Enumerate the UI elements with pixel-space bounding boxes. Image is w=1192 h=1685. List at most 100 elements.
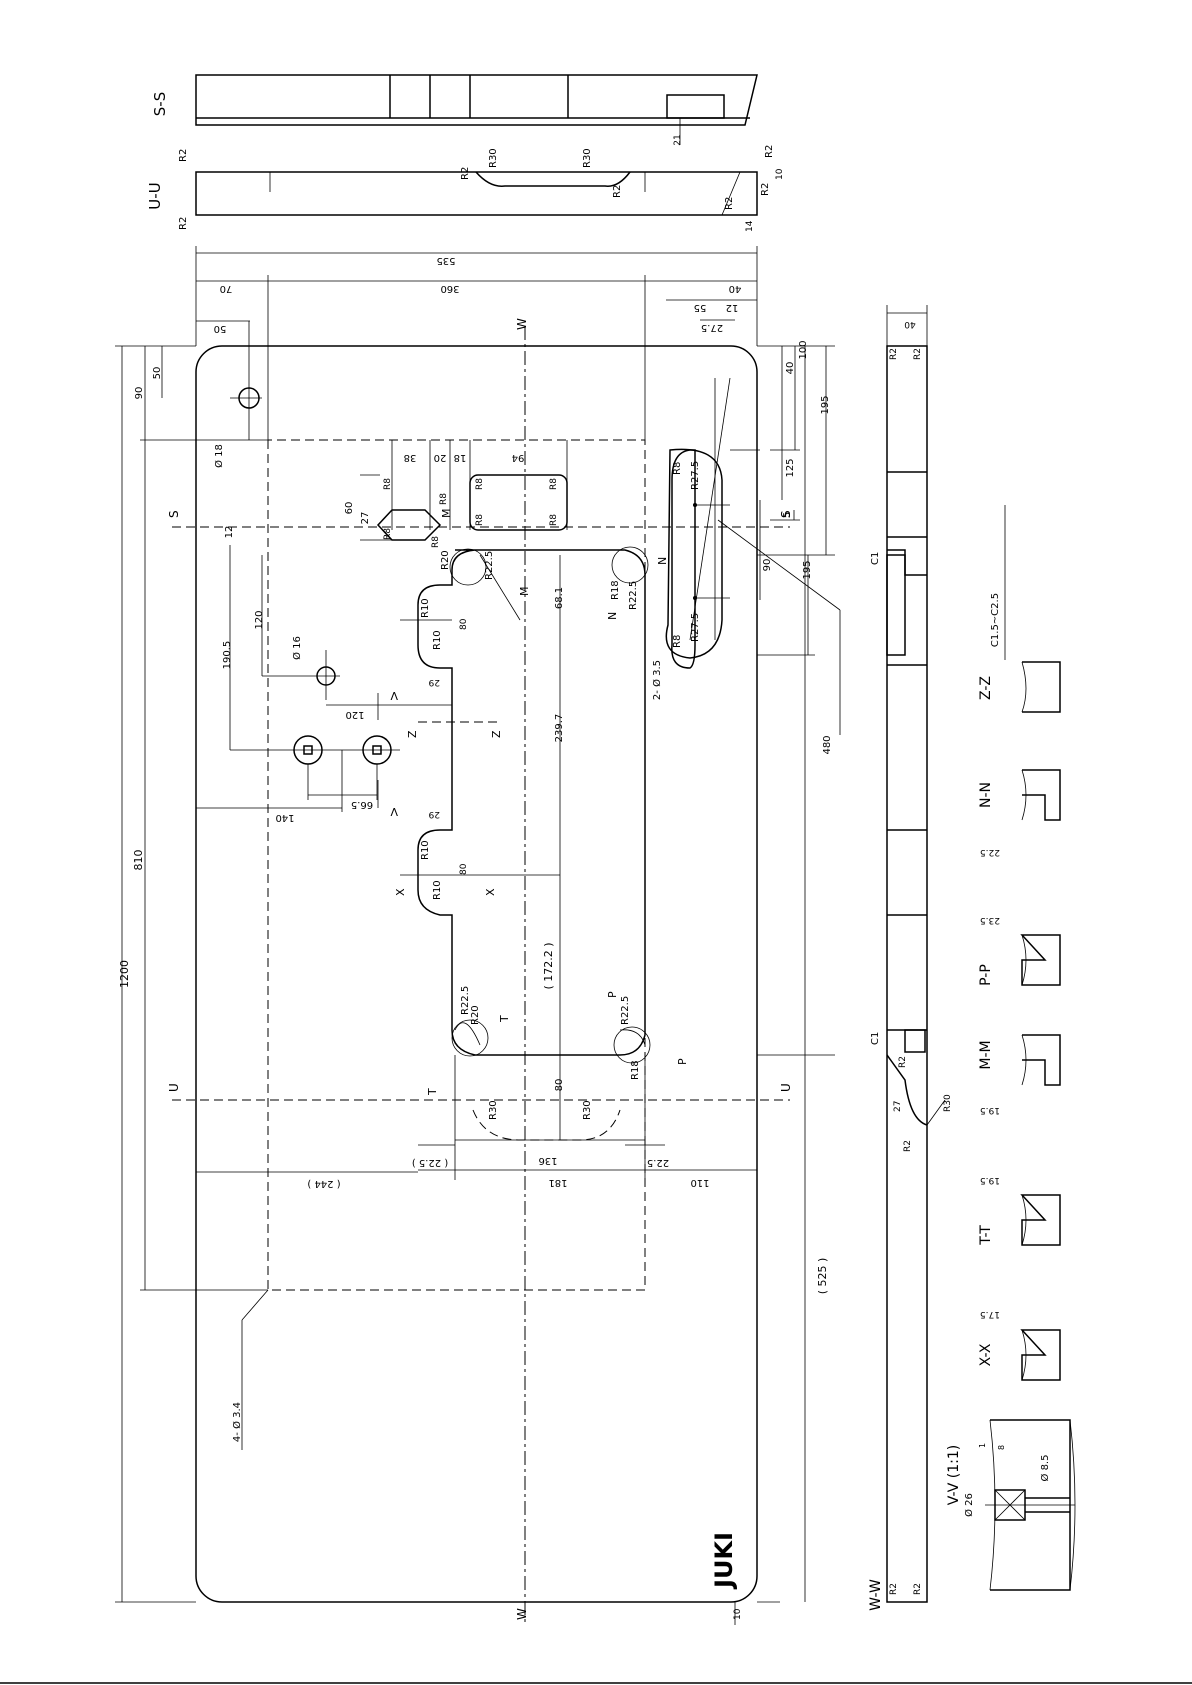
r2-label: R2 [903, 1140, 913, 1152]
dim-810: 810 [132, 850, 145, 871]
r2-label: R2 [913, 348, 923, 360]
dim-5: 5 [782, 512, 793, 518]
view-label-u-u: U-U [146, 182, 164, 209]
section-mark-w: W [515, 1608, 529, 1620]
section-mark-m: M [518, 587, 531, 597]
r18-label: R18 [610, 580, 621, 600]
dim-66-5: 66.5 [351, 799, 373, 810]
dim-244: ( 244 ) [307, 1178, 340, 1189]
dim-40: 40 [904, 319, 916, 329]
table-outline [195, 345, 758, 1603]
dim-27: 27 [360, 512, 371, 525]
dia-18: Ø 18 [213, 444, 225, 468]
r8-label: R8 [475, 478, 485, 490]
r27-5-label: R27.5 [690, 461, 701, 490]
r10-label: R10 [420, 840, 431, 860]
dim-8: 8 [997, 1445, 1006, 1450]
section-profiles: C1.5~C2.5 Z-Z N-N 22.5 P-P 23.5 M-M 19.5… [946, 505, 1076, 1591]
dim-535: 535 [436, 255, 455, 266]
dim-125: 125 [785, 458, 796, 477]
view-label-w-w: W-W [868, 1579, 884, 1611]
r8-label: R8 [439, 493, 449, 505]
r2-label: R2 [760, 183, 771, 196]
holes-3-5: 2- Ø 3.5 [651, 660, 663, 700]
r8-label: R8 [383, 478, 393, 490]
section-mark-z: Z [406, 730, 419, 738]
dim-12: 12 [726, 302, 739, 313]
pocket-small [376, 509, 442, 541]
r8-label: R8 [672, 462, 683, 475]
section-mark-n: N [606, 612, 619, 620]
chamfer-c1: C1 [870, 1032, 881, 1045]
dim-50: 50 [152, 367, 163, 380]
r22-5-label: R22.5 [484, 551, 495, 580]
dim-60: 60 [344, 502, 355, 515]
dim-19-5: 19.5 [980, 1105, 1000, 1115]
dim-22-5: 22.5 [647, 1157, 669, 1168]
r8-label: R8 [475, 514, 485, 526]
machine-cutout [417, 549, 646, 1056]
r18-label: R18 [630, 1060, 641, 1080]
dim-1: 1 [978, 1443, 987, 1448]
section-mark-z: Z [490, 730, 503, 738]
section-s-s-view: S-S 21 [151, 74, 758, 146]
dim-21: 21 [673, 134, 683, 145]
dim-29: 29 [428, 677, 440, 687]
section-mark-t: T [426, 1088, 439, 1096]
r30-label: R30 [488, 148, 499, 168]
dia-8-5: Ø 8.5 [1039, 1455, 1051, 1482]
r10-label: R10 [432, 880, 443, 900]
dim-40: 40 [785, 362, 796, 375]
dim-1200: 1200 [118, 960, 131, 988]
r22-5-label: R22.5 [620, 996, 631, 1025]
dim-22-5: 22.5 [980, 847, 1000, 857]
dim-70: 70 [220, 283, 233, 294]
r27-5-label: R27.5 [690, 613, 701, 642]
r22-5-label: R22.5 [460, 986, 471, 1015]
r8-label: R8 [383, 528, 393, 540]
dim-18: 18 [454, 452, 467, 463]
section-mark-t: T [498, 1015, 511, 1023]
view-label-s-s: S-S [151, 92, 169, 116]
section-mark-n: N [656, 557, 669, 565]
dim-10: 10 [733, 1608, 743, 1620]
r20-label: R20 [470, 1005, 481, 1025]
r8-label: R8 [549, 514, 559, 526]
view-label-m-m: M-M [978, 1040, 994, 1069]
r10-label: R10 [420, 598, 431, 618]
dim-50: 50 [214, 323, 227, 334]
dim-29: 29 [428, 809, 440, 819]
r30-label: R30 [582, 1100, 593, 1120]
dim-90: 90 [134, 387, 145, 400]
r30-label: R30 [488, 1100, 499, 1120]
dim-55: 55 [694, 302, 707, 313]
r2-label: R2 [178, 149, 189, 162]
dim-181: 181 [548, 1177, 567, 1188]
dia-26: Ø 26 [963, 1493, 975, 1517]
section-u-u-view: U-U R2 R2 R2 R30 R30 R2 R2 R2 R2 10 14 [146, 145, 785, 232]
dim-120: 120 [345, 709, 364, 720]
r2-label: R2 [889, 1583, 899, 1595]
dim-120: 120 [254, 610, 265, 629]
holes-3-4: 4- Ø 3.4 [231, 1402, 243, 1442]
section-mark-m: M [440, 509, 453, 519]
dim-195: 195 [802, 560, 813, 579]
table-top-plan-view: 535 360 70 50 40 55 12 27.5 1200 810 90 … [115, 246, 841, 1625]
r30-label: R30 [582, 148, 593, 168]
view-label-v-v: V-V (1:1) [946, 1445, 962, 1505]
r2-label: R2 [889, 348, 899, 360]
section-mark-p: P [676, 1058, 689, 1065]
dim-140: 140 [275, 812, 294, 823]
r2-label: R2 [724, 197, 735, 210]
dim-17-5: 17.5 [980, 1309, 1000, 1319]
r2-label: R2 [898, 1056, 908, 1068]
dim-239-7: 239.7 [554, 714, 565, 743]
section-w-w-view: 40 W-W R2 R2 R2 R2 R2 R2 R30 27 C1 C1 [868, 305, 953, 1611]
view-label-n-n: N-N [978, 782, 994, 808]
section-mark-u: U [779, 1083, 793, 1092]
section-mark-v: V [390, 689, 398, 702]
dim-190-5: 190.5 [222, 641, 233, 670]
dim-22-5: ( 22.5 ) [412, 1157, 449, 1168]
r30-label: R30 [943, 1094, 953, 1112]
dim-94: 94 [512, 452, 525, 463]
